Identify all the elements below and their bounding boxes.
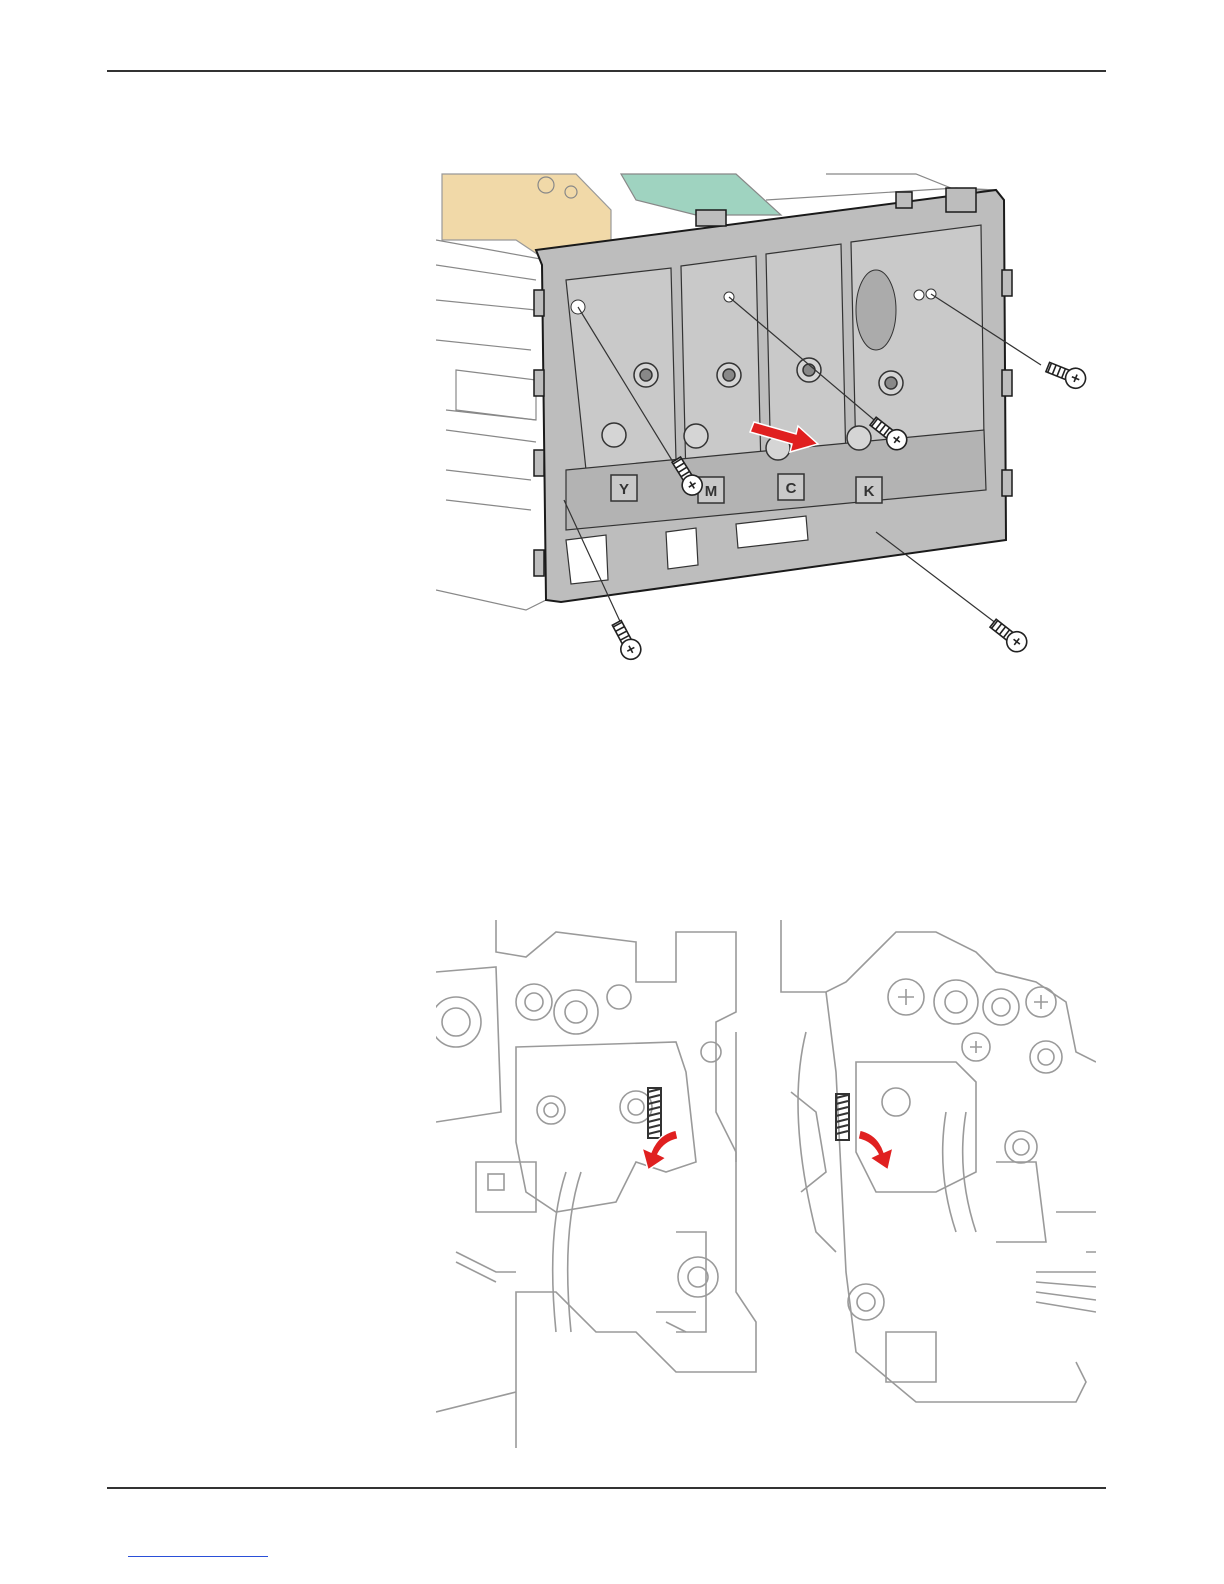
footer-link-underline[interactable] — [128, 1556, 268, 1557]
screw-4 — [608, 618, 644, 663]
rotate-arrow-right — [858, 1130, 893, 1170]
figure-panel-removal: Y M C K — [436, 170, 1096, 670]
spring-left — [648, 1088, 661, 1138]
left-view — [436, 920, 756, 1448]
header-rule — [107, 70, 1106, 72]
slot-text-m: M — [705, 483, 718, 500]
figure-spring-detail — [436, 912, 1096, 1448]
slot-text-c: C — [786, 480, 797, 497]
slot-text-k: K — [864, 483, 875, 500]
panel-frame — [534, 188, 1012, 602]
right-view — [781, 920, 1096, 1402]
screw-5 — [987, 615, 1031, 655]
footer-rule — [107, 1487, 1106, 1489]
screw-3 — [1044, 358, 1089, 392]
slot-text-y: Y — [619, 481, 629, 498]
